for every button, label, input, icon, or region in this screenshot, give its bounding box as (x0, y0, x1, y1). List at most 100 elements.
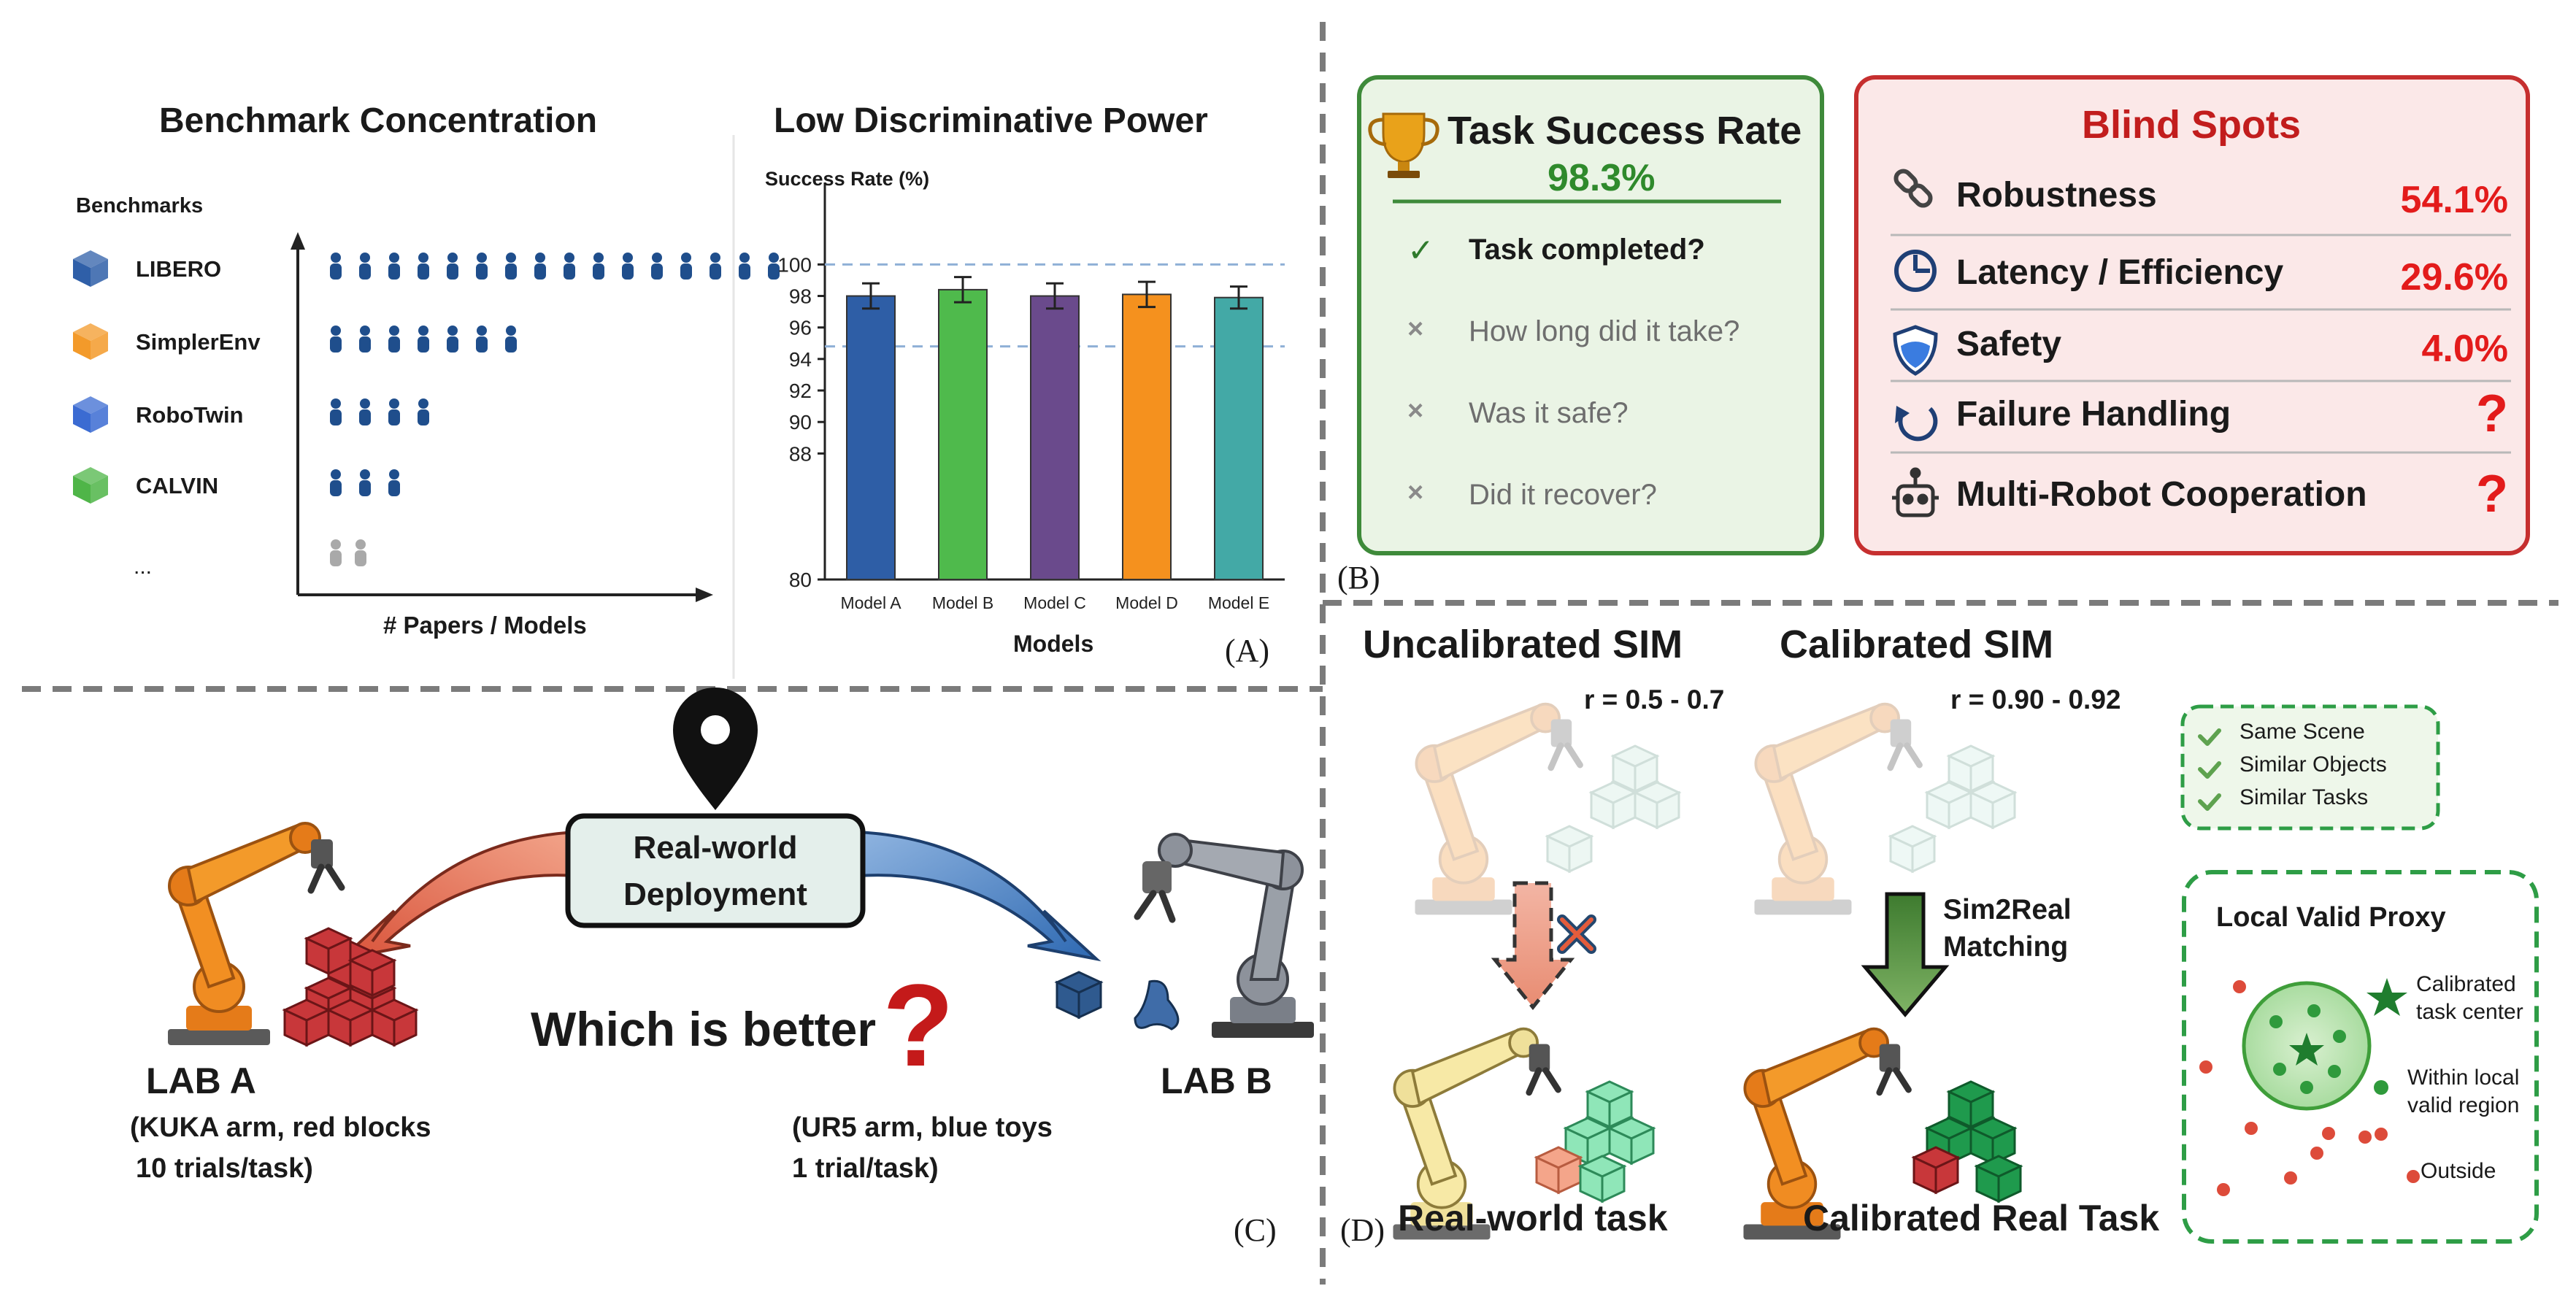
chain-link-icon (1893, 169, 1933, 208)
cross-mark-icon: × (1407, 396, 1424, 426)
lab-b-detail-line1: (UR5 arm, blue toys (792, 1112, 1053, 1143)
y-tick-label: 80 (789, 569, 812, 591)
paper-count-mark (622, 253, 634, 280)
discriminative-title: Low Discriminative Power (774, 101, 1208, 140)
paper-count-mark (330, 326, 342, 353)
blind-spot-value: 29.6% (2400, 256, 2508, 299)
x-tick-label: Model E (1208, 593, 1269, 612)
y-tick-label: 88 (789, 442, 812, 465)
paper-count-mark (739, 253, 750, 280)
x-tick-label: Model B (932, 593, 993, 612)
y-tick-label: 96 (789, 317, 812, 339)
arrow-to-lab-a (337, 830, 578, 962)
paper-count-mark (593, 253, 604, 280)
calibrated-sim-scene (1755, 704, 2016, 915)
paper-count-mark (710, 253, 721, 280)
paper-count-mark (505, 326, 517, 353)
lab-b-detail-line2: 1 trial/task) (792, 1153, 939, 1184)
concentration-plot (73, 232, 780, 602)
bar (1214, 296, 1264, 580)
paper-count-mark (330, 539, 342, 566)
benchmark-label: CALVIN (136, 473, 219, 498)
task-center-star-icon (2289, 978, 2407, 1066)
more-benchmarks-ellipsis: ... (134, 555, 153, 579)
panel-b-tag: (B) (1337, 560, 1380, 596)
outside-label: Outside (2421, 1159, 2496, 1183)
bar (938, 288, 988, 580)
blind-spot-value: 54.1% (2400, 179, 2508, 221)
x-tick-label: Model A (840, 593, 901, 612)
y-tick-label: 100 (777, 253, 812, 276)
local-valid-proxy-title: Local Valid Proxy (2216, 902, 2446, 933)
calibrated-correlation: r = 0.90 - 0.92 (1950, 685, 2121, 715)
benchmark-label: SimplerEnv (136, 329, 261, 355)
paper-count-mark (330, 469, 342, 496)
success-question: Did it recover? (1469, 479, 1657, 511)
sim2real-label-line2: Matching (1943, 931, 2069, 963)
bar (1030, 295, 1080, 580)
benchmarks-legend-title: Benchmarks (76, 194, 204, 217)
failed-transfer-arrow (1491, 881, 1596, 1011)
map-pin-icon (673, 687, 758, 810)
success-question: Was it safe? (1469, 397, 1629, 429)
panel-d-tag: (D) (1340, 1212, 1385, 1248)
paper-count-mark (476, 326, 488, 353)
blind-spot-label: Latency / Efficiency (1956, 253, 2284, 292)
x-tick-label: Model C (1023, 593, 1086, 612)
trophy-icon (1368, 112, 1439, 178)
blind-spot-label: Failure Handling (1956, 395, 2231, 434)
clock-icon (1894, 250, 1937, 292)
lab-a-name: LAB A (146, 1060, 256, 1101)
paper-count-mark (447, 326, 458, 353)
x-tick-label: Model D (1115, 593, 1178, 612)
bar-chart-xlabel: Models (1013, 631, 1094, 657)
blind-spots-title: Blind Spots (2082, 103, 2301, 147)
paper-count-mark (534, 253, 546, 280)
blind-spots-card (1854, 75, 2530, 555)
benchmark-cube-icon (73, 323, 108, 360)
checklist-item: Similar Tasks (2239, 785, 2369, 809)
paper-count-mark (359, 469, 371, 496)
bar (1122, 293, 1172, 580)
shield-icon (1893, 325, 1938, 376)
paper-count-mark (505, 253, 517, 280)
calibrated-real-task-label: Calibrated Real Task (1803, 1198, 2160, 1239)
lab-b-name: LAB B (1161, 1060, 1272, 1101)
paper-count-mark (564, 253, 575, 280)
y-tick-label: 90 (789, 411, 812, 434)
bar-chart-ylabel: Success Rate (%) (765, 168, 930, 190)
blind-spot-value: 4.0% (2421, 328, 2508, 370)
blind-spot-label: Safety (1956, 325, 2062, 363)
paper-count-mark (355, 539, 366, 566)
task-success-card (1357, 75, 1824, 555)
cross-mark-icon: × (1407, 477, 1424, 508)
benchmark-cube-icon (73, 396, 108, 433)
real-world-task-label: Real-world task (1398, 1198, 1668, 1239)
paper-count-mark (418, 398, 429, 425)
real-world-robot (1393, 1027, 1655, 1240)
panel-a-tag: (A) (1225, 633, 1270, 669)
lab-a-detail-line2: 10 trials/task) (136, 1153, 313, 1184)
paper-count-mark (330, 398, 342, 425)
blind-spot-value: ? (2476, 465, 2508, 523)
sim2real-label-line1: Sim2Real (1943, 894, 2072, 925)
benchmark-cube-icon (73, 250, 108, 287)
blind-spot-label: Multi-Robot Cooperation (1956, 475, 2367, 514)
paper-count-mark (680, 253, 692, 280)
sim2real-arrow (1861, 892, 1950, 1017)
question-mark-icon: ? (883, 960, 954, 1090)
uncalibrated-correlation: r = 0.5 - 0.7 (1584, 685, 1725, 715)
panel-c-tag: (C) (1234, 1212, 1277, 1248)
checklist-item: Same Scene (2239, 720, 2365, 744)
paper-count-mark (388, 253, 400, 280)
inside-points (2269, 1004, 2388, 1095)
bar (846, 295, 896, 580)
calibrated-sim-title: Calibrated SIM (1780, 623, 2054, 666)
check-mark-icon: ✓ (1407, 233, 1434, 269)
robot-icon (1892, 467, 1939, 517)
uncalibrated-sim-title: Uncalibrated SIM (1363, 623, 1683, 666)
blind-spot-label: Robustness (1956, 176, 2157, 215)
y-tick-label: 94 (789, 348, 812, 371)
